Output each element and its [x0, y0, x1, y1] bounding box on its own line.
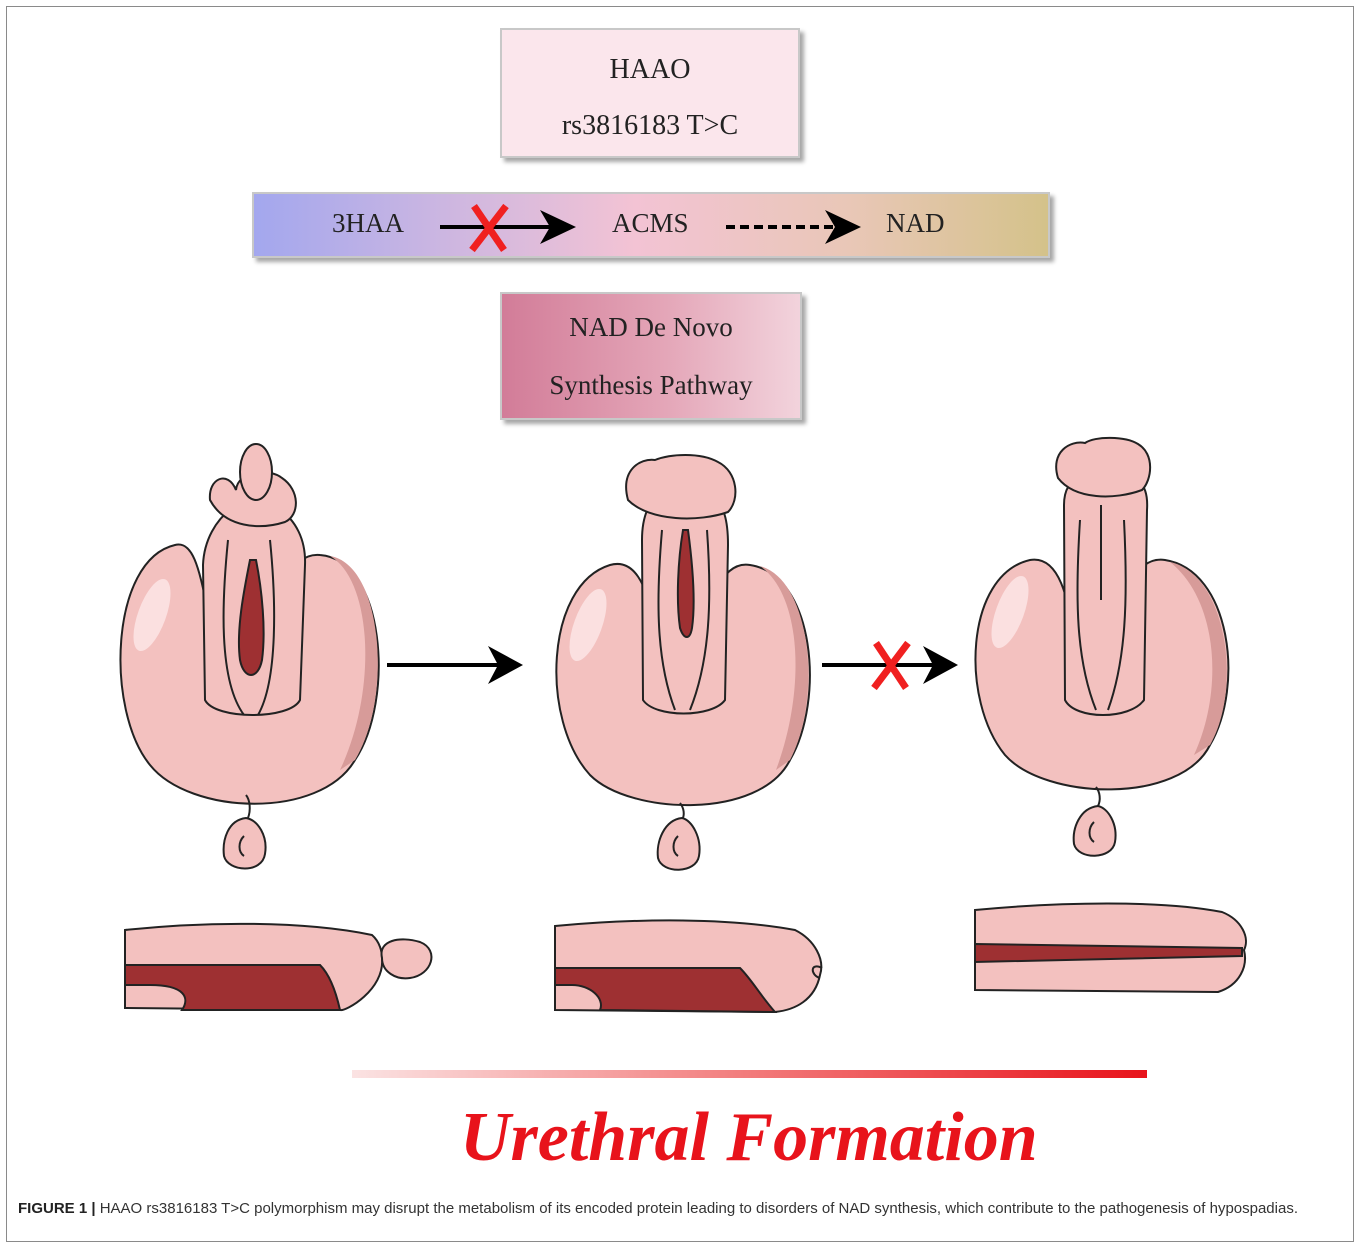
stage2-to-stage3-arrow — [822, 643, 958, 688]
figure-caption: FIGURE 1 | HAAO rs3816183 T>C polymorphi… — [18, 1198, 1338, 1219]
stage3-side-view — [975, 904, 1246, 993]
urethral-formation-title: Urethral Formation — [460, 1098, 1038, 1178]
illustration — [0, 0, 1360, 1100]
caption-text: HAAO rs3816183 T>C polymorphism may disr… — [96, 1200, 1298, 1217]
stage1-to-stage2-arrow — [387, 646, 523, 684]
stage1-external-view — [120, 444, 378, 869]
stage2-side-view — [555, 920, 822, 1012]
stage2-external-view — [556, 455, 809, 870]
caption-label: FIGURE 1 | — [18, 1200, 96, 1217]
stage1-side-view — [125, 924, 431, 1010]
progress-gradient-line — [352, 1070, 1147, 1078]
stage3-external-view — [975, 438, 1228, 856]
